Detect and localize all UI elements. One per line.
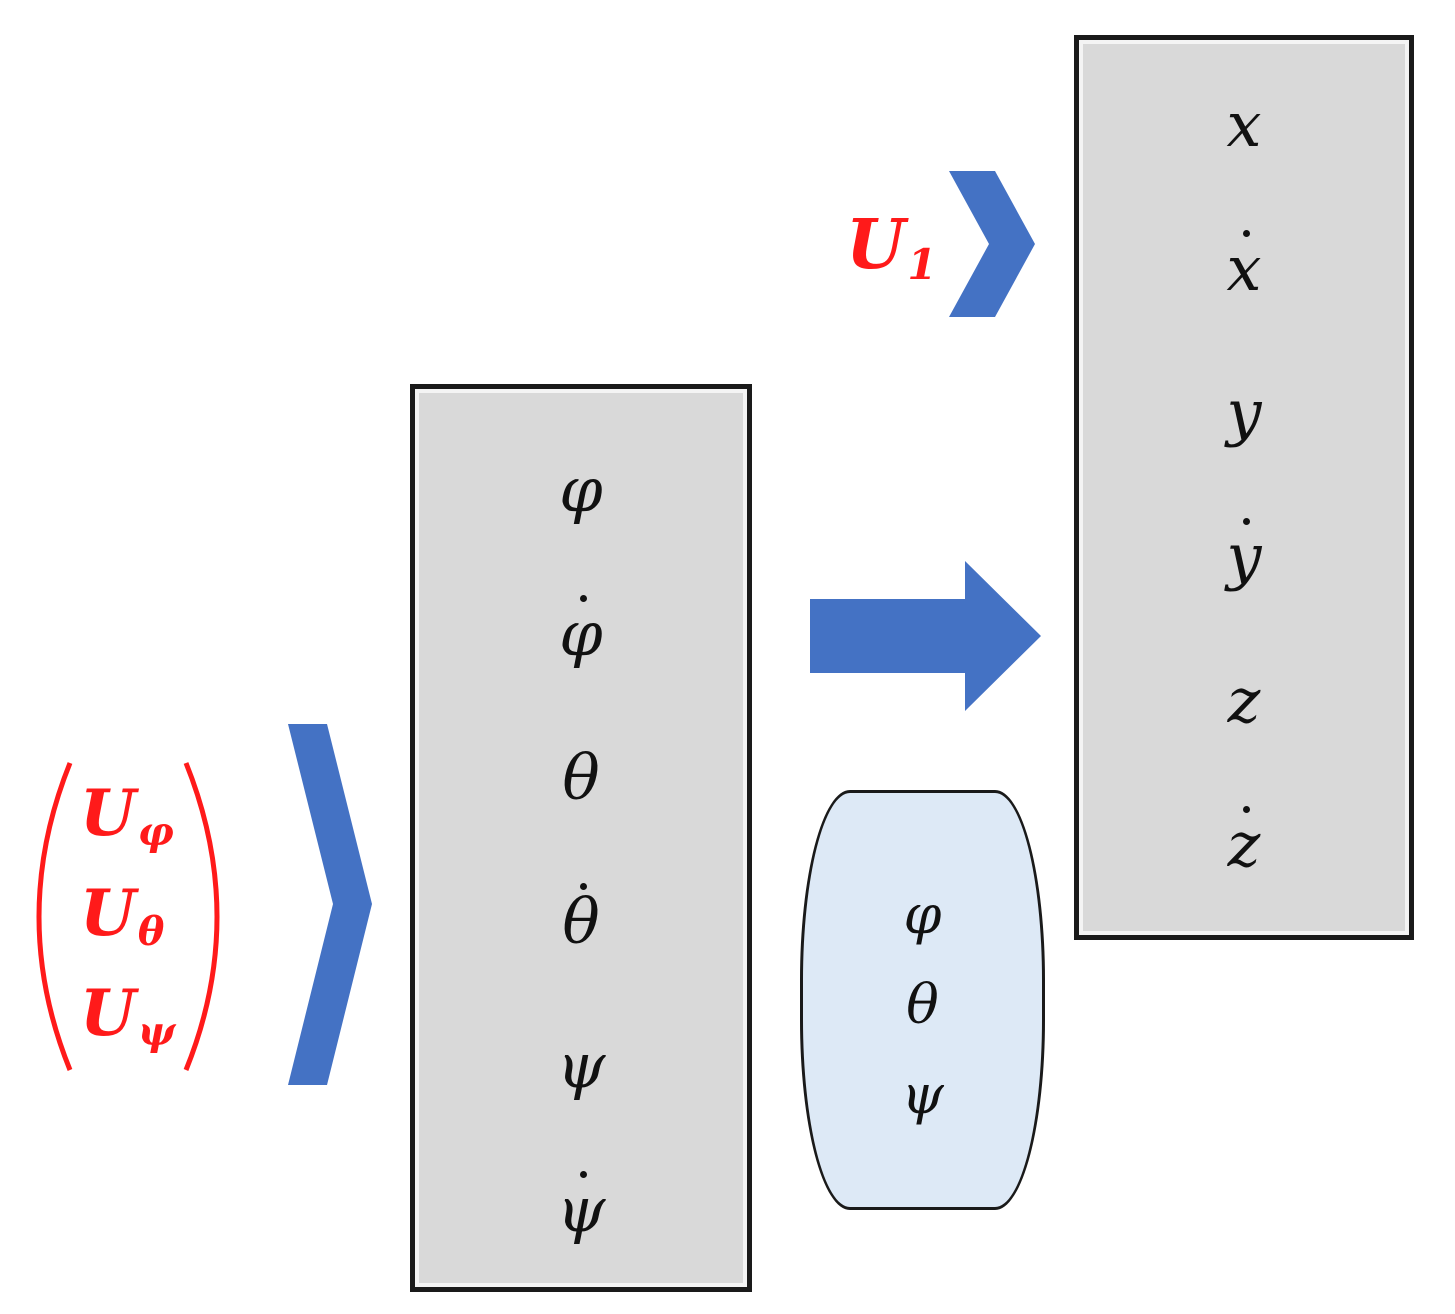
arrow-right-icon-coupling — [810, 561, 1041, 711]
angle-phi: φ — [903, 883, 942, 946]
attitude-input-phi: Uφ — [80, 776, 174, 855]
attitude-input-theta: Uθ — [80, 876, 164, 955]
state-phi-dot: φ — [559, 595, 603, 670]
left-paren-icon-inputs — [36, 762, 73, 1071]
angle-psi: ψ — [901, 1063, 944, 1126]
attitude-input-subscript: θ — [137, 908, 165, 955]
position-state-block: x x y y z z — [1074, 35, 1414, 940]
attitude-input-subscript: ψ — [137, 1008, 176, 1055]
state-y: y — [1226, 376, 1262, 449]
chevron-right-icon-attitude — [288, 724, 372, 1085]
thrust-input-subscript: 1 — [907, 238, 937, 289]
thrust-input-label: U1 — [846, 205, 937, 289]
attitude-input-symbol: U — [80, 876, 136, 951]
right-paren-icon-inputs — [183, 762, 220, 1071]
chevron-right-icon-thrust — [949, 171, 1035, 317]
attitude-input-symbol: U — [80, 776, 136, 851]
state-y-dot: y — [1226, 518, 1262, 593]
attitude-input-psi: Uψ — [80, 976, 175, 1055]
state-z: z — [1227, 664, 1261, 737]
angle-theta: θ — [906, 973, 939, 1036]
state-theta: θ — [562, 741, 600, 814]
angles-pod: φ θ ψ — [800, 790, 1045, 1210]
attitude-state-block: φ φ θ θ ψ ψ — [410, 384, 752, 1292]
thrust-input-symbol: U — [846, 205, 906, 285]
state-psi: ψ — [556, 1029, 606, 1102]
attitude-input-subscript: φ — [137, 808, 174, 855]
state-phi: φ — [559, 453, 603, 526]
state-psi-dot: ψ — [556, 1171, 606, 1246]
attitude-input-symbol: U — [80, 976, 136, 1051]
state-x-dot: x — [1226, 230, 1262, 305]
state-x: x — [1226, 88, 1262, 161]
state-theta-dot: θ — [562, 883, 600, 958]
state-z-dot: z — [1227, 806, 1261, 881]
